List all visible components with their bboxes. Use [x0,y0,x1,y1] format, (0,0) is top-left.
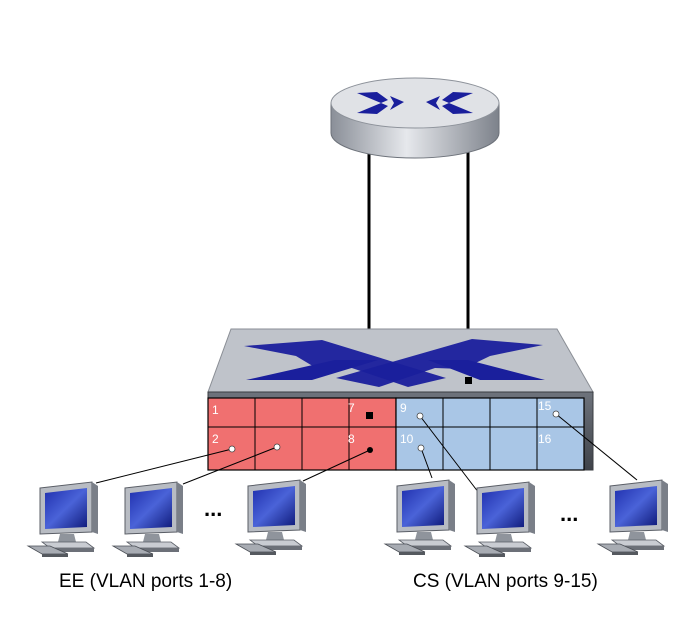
ee-ellipsis: ... [204,496,222,521]
ee-pc-1-icon[interactable] [27,481,99,558]
switch[interactable]: 1 2 7 8 9 10 15 16 [207,328,594,471]
port-label-2: 2 [212,432,219,446]
switch-icon [244,339,545,387]
ee-pc-3-icon[interactable] [235,479,307,556]
host-links [95,410,638,498]
pc4-link [420,447,433,479]
port-label-10: 10 [400,432,414,446]
pc1-link [95,448,233,484]
port-11-uplink-marker [465,377,472,384]
cs-hosts: ... [384,479,669,558]
cs-group-label: CS (VLAN ports 9-15) [413,571,598,592]
cs-pc-1-icon[interactable] [384,479,456,556]
ee-hosts: ... [27,479,307,558]
pc6-link [555,413,638,481]
port-label-15: 15 [538,399,552,413]
cs-pc-2-icon[interactable] [464,481,536,558]
pc2-link [182,446,278,485]
pc5-link [419,415,483,498]
port-7-uplink-marker [366,412,373,419]
cs-pc-3-icon[interactable] [597,479,669,556]
ee-port-block [207,397,397,471]
router-icon [357,92,473,114]
cs-port-block [395,397,585,471]
port-label-1: 1 [212,403,219,417]
port-label-8: 8 [348,432,355,446]
port-label-16: 16 [538,432,552,446]
port-label-7: 7 [348,401,355,415]
port-label-9: 9 [400,401,407,415]
cs-ellipsis: ... [560,501,578,526]
ee-group-label: EE (VLAN ports 1-8) [59,571,232,592]
router[interactable] [330,77,500,159]
pc3-link [302,449,371,482]
ee-pc-2-icon[interactable] [112,481,184,558]
